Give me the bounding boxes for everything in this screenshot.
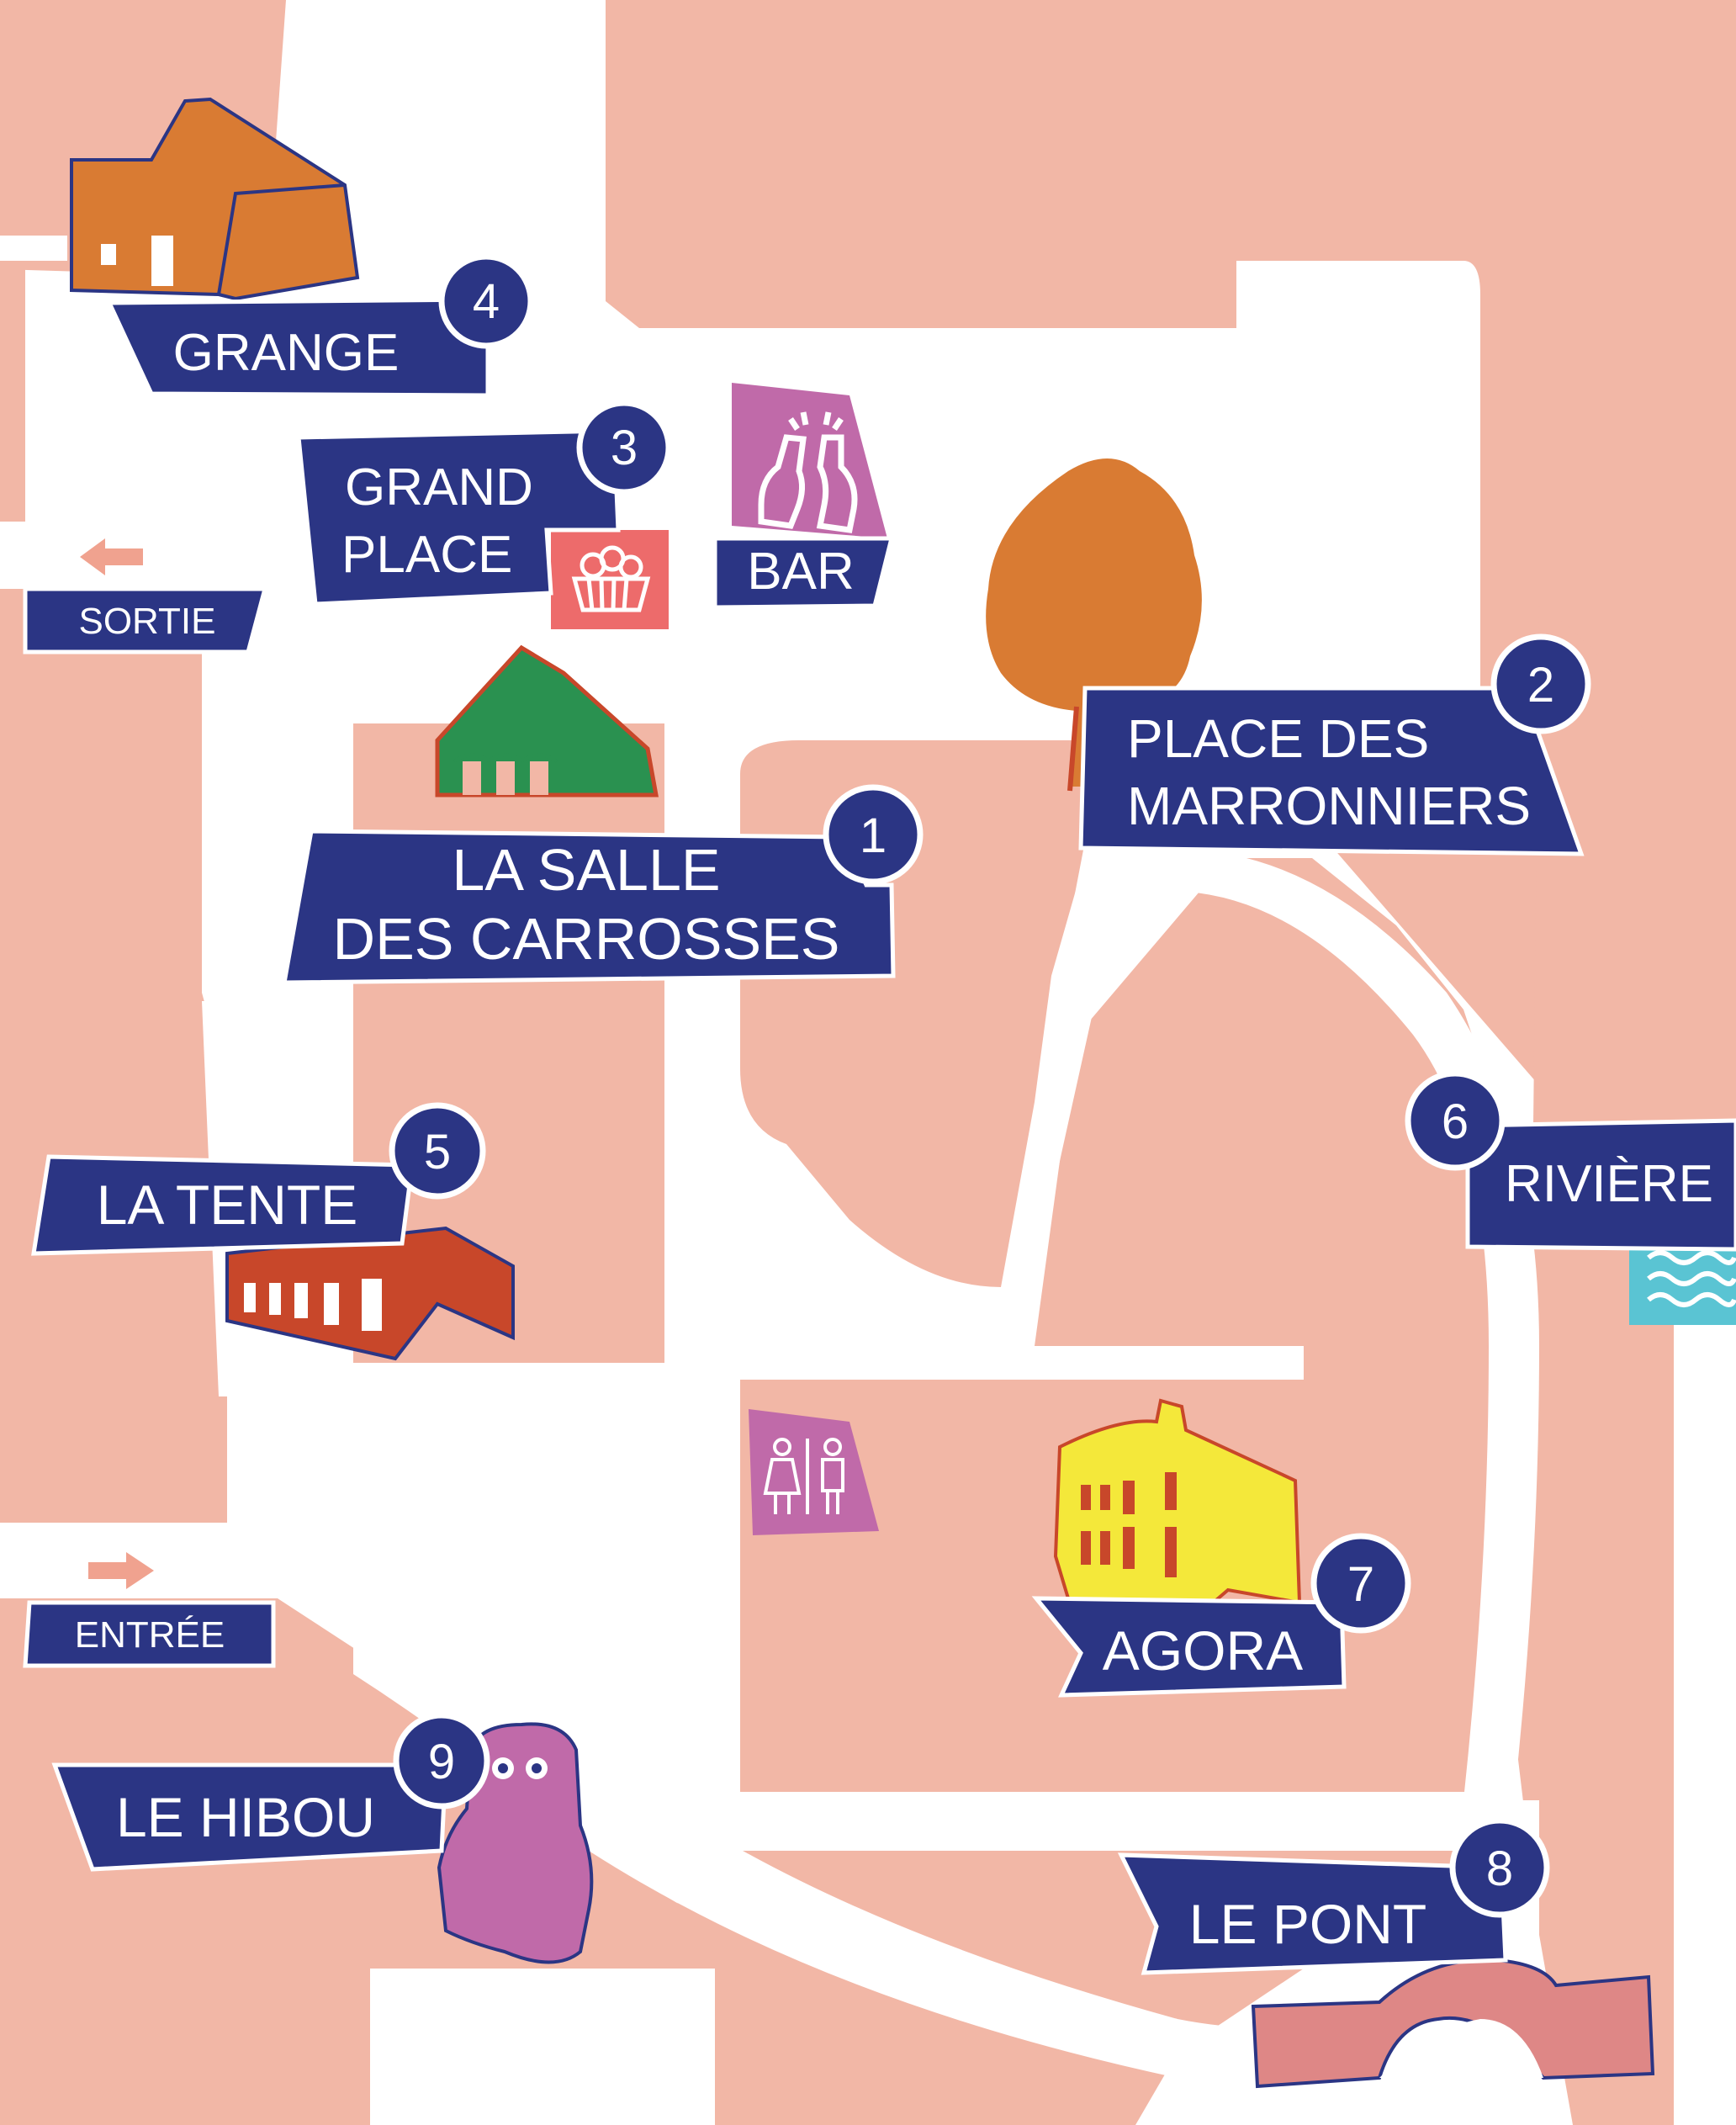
la-tente-label: LA TENTE [97,1174,358,1236]
label-riviere[interactable]: RIVIÈRE 6 [1405,1070,1736,1252]
marker-7: 7 [1347,1557,1374,1612]
beer-bottles-icon [758,411,858,533]
marker-2: 2 [1527,658,1554,713]
marker-5: 5 [424,1125,451,1179]
entree-label: ENTRÉE [75,1614,225,1656]
label-le-pont[interactable]: LE PONT 8 [1117,1817,1550,1975]
place-des-label: PLACE DES [1127,708,1429,769]
la-tente-building[interactable] [225,1226,515,1361]
marker-4: 4 [473,274,500,329]
marker-9: 9 [428,1735,455,1789]
le-pont-label: LE PONT [1189,1893,1426,1955]
restroom-sign[interactable] [749,1409,879,1535]
waves-icon [1647,1250,1736,1307]
sortie-label: SORTIE [78,601,215,642]
exit-sign[interactable]: SORTIE [23,538,268,654]
salle-des-carrosses-building[interactable] [435,644,659,798]
basket-icon [571,545,651,612]
marker-8: 8 [1486,1841,1513,1896]
bar-label: BAR [747,543,854,601]
label-place-des-marronniers[interactable]: PLACE DES MARRONNIERS 2 [1078,633,1591,856]
marker-1: 1 [860,808,887,863]
marronniers-label: MARRONNIERS [1127,776,1531,836]
marker-3: 3 [611,421,638,475]
la-salle-label: LA SALLE [452,837,720,903]
label-la-tente[interactable]: LA TENTE 5 [31,1102,486,1256]
le-hibou-label: LE HIBOU [116,1786,375,1848]
riviere-label: RIVIÈRE [1505,1155,1713,1213]
des-carrosses-label: DES CARROSSES [333,906,840,972]
bar-sign[interactable]: BAR [712,383,895,610]
chestnut-tree-illustration [986,458,1202,792]
label-agora[interactable]: AGORA 7 [1031,1533,1411,1698]
arrow-left-icon [80,538,143,575]
label-grand-place[interactable]: GRAND PLACE 3 [296,400,672,607]
arrow-right-icon [88,1552,154,1589]
marker-6: 6 [1442,1094,1469,1149]
label-grange[interactable]: GRANGE 4 [106,253,534,398]
label-la-salle-des-carrosses[interactable]: LA SALLE DES CARROSSES 1 [282,784,924,985]
place-label: PLACE [341,526,512,584]
restroom-icon [763,1438,844,1514]
entrance-sign[interactable]: ENTRÉE [23,1552,276,1668]
agora-building[interactable] [1053,1398,1302,1618]
grange-label: GRANGE [173,324,400,382]
label-le-hibou[interactable]: LE HIBOU 9 [51,1712,490,1872]
agora-label: AGORA [1103,1619,1303,1682]
market-basket-sign [551,530,669,629]
grange-building[interactable] [70,97,360,301]
grand-label: GRAND [345,458,533,517]
